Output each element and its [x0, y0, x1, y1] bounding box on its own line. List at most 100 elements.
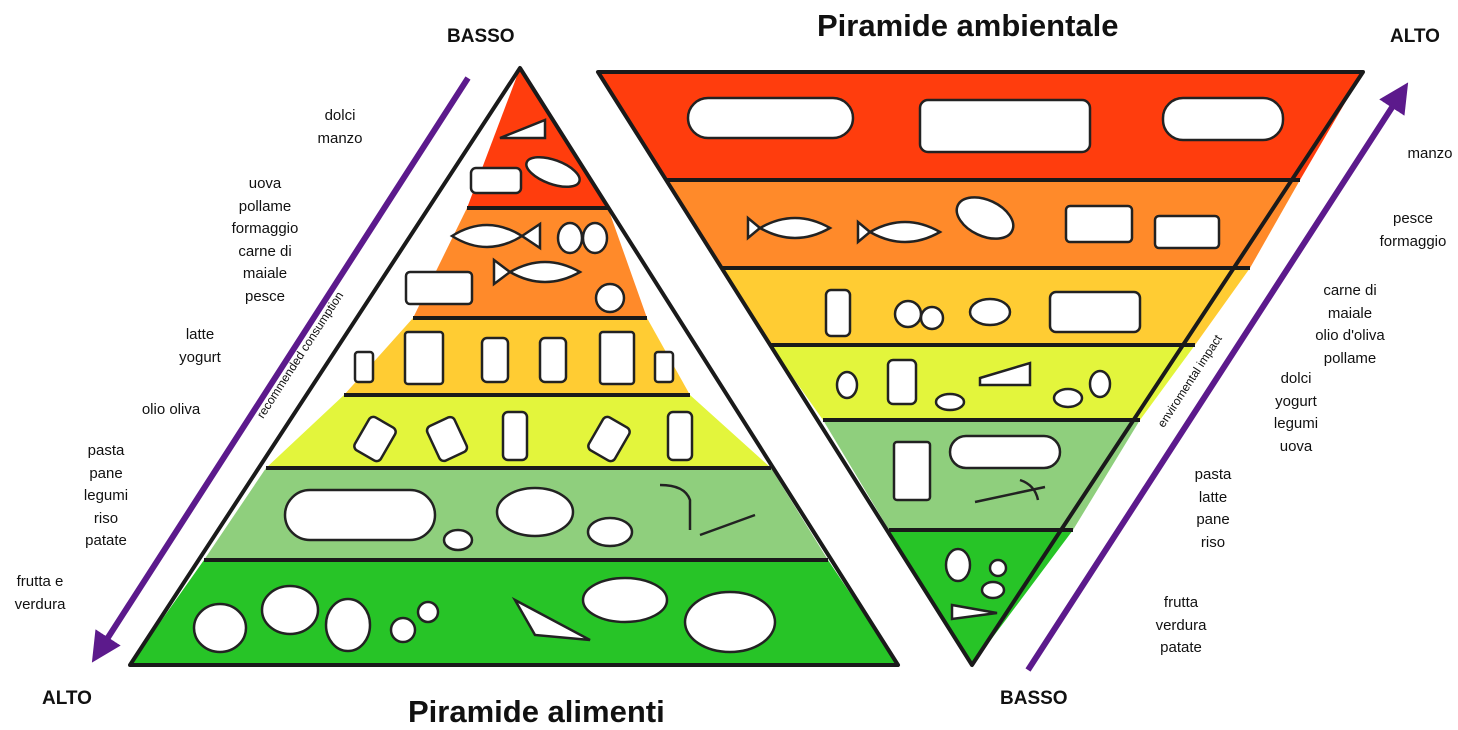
food-item: patate	[66, 530, 146, 553]
food-item: yogurt	[160, 347, 240, 370]
milk-carton-icon	[894, 442, 930, 500]
food-tier-6-label: frutta e verdura	[0, 571, 80, 616]
milk-carton-icon	[405, 332, 443, 384]
food-item: uova	[220, 173, 310, 196]
env-item: carne di	[1300, 280, 1400, 303]
food-item: manzo	[300, 128, 380, 151]
egg-icon	[1090, 371, 1110, 397]
pumpkin-icon	[685, 592, 775, 652]
eggplant-icon	[583, 578, 667, 622]
env-item: pollame	[1300, 348, 1400, 371]
env-item: uova	[1256, 436, 1336, 459]
bread-icon	[285, 490, 435, 540]
egg-icon	[837, 372, 857, 398]
bottle-icon	[482, 338, 508, 382]
env-item: formaggio	[1363, 231, 1458, 254]
cherry-icon	[990, 560, 1006, 576]
oil-bottle-icon	[668, 412, 692, 460]
env-item: pasta	[1173, 464, 1253, 487]
oil-bottle-icon	[826, 290, 850, 336]
food-item: legumi	[66, 485, 146, 508]
bread-icon	[950, 436, 1060, 468]
drumstick-icon	[596, 284, 624, 312]
egg-icon	[583, 223, 607, 253]
env-item: riso	[1173, 532, 1253, 555]
bottle-icon	[540, 338, 566, 382]
bottle-icon	[655, 352, 673, 382]
env-tier-1-label: manzo	[1390, 143, 1458, 166]
apple-icon	[194, 604, 246, 652]
bottle-icon	[355, 352, 373, 382]
food-item: frutta e	[0, 571, 80, 594]
environment-pyramid-title: Piramide ambientale	[817, 8, 1119, 44]
beans-icon	[444, 530, 472, 550]
food-item: pane	[66, 463, 146, 486]
potato-icon	[588, 518, 632, 546]
food-item: latte	[160, 324, 240, 347]
env-item: pane	[1173, 509, 1253, 532]
beans-icon	[1054, 389, 1082, 407]
food-item: riso	[66, 508, 146, 531]
milk-carton-icon	[600, 332, 634, 384]
food-tier-4-label: olio oliva	[126, 399, 216, 422]
food-bottom-label: ALTO	[42, 688, 92, 710]
cheese-icon	[406, 272, 472, 304]
beans-icon	[936, 394, 964, 410]
pork-icon	[1050, 292, 1140, 332]
food-tier-2-label: uova pollame formaggio carne di maiale p…	[220, 173, 310, 308]
food-tier-6	[130, 560, 898, 665]
drumstick-icon	[970, 299, 1010, 325]
food-item: dolci	[300, 105, 380, 128]
pear-icon	[326, 599, 370, 651]
env-tier-2-label: pesce formaggio	[1363, 208, 1458, 253]
egg-icon	[558, 223, 582, 253]
food-pyramid-title: Piramide alimenti	[408, 694, 665, 730]
env-item: dolci	[1256, 368, 1336, 391]
env-item: maiale	[1300, 303, 1400, 326]
food-item: formaggio	[220, 218, 310, 241]
env-item: olio d'oliva	[1300, 325, 1400, 348]
food-tier-5-label: pasta pane legumi riso patate	[66, 440, 146, 553]
food-item: carne di	[220, 241, 310, 264]
food-item: verdura	[0, 594, 80, 617]
bottle-icon	[888, 360, 916, 404]
food-item: pesce	[220, 286, 310, 309]
cherry-icon	[418, 602, 438, 622]
cherry-icon	[391, 618, 415, 642]
env-item: manzo	[1390, 143, 1458, 166]
steak-icon	[1163, 98, 1283, 140]
steak-icon	[920, 100, 1090, 152]
apple-icon	[262, 586, 318, 634]
onion-icon	[895, 301, 921, 327]
food-item: pollame	[220, 196, 310, 219]
env-tier-3-label: carne di maiale olio d'oliva pollame	[1300, 280, 1400, 370]
food-tier-3-label: latte yogurt	[160, 324, 240, 369]
pear-icon	[946, 549, 970, 581]
env-item: yogurt	[1256, 391, 1336, 414]
cheese-icon	[1066, 206, 1132, 242]
steak-icon	[471, 168, 521, 193]
potato-icon	[982, 582, 1004, 598]
oil-bottle-icon	[503, 412, 527, 460]
env-tier-5-label: pasta latte pane riso	[1173, 464, 1253, 554]
env-bottom-label: BASSO	[1000, 688, 1068, 710]
env-item: pesce	[1363, 208, 1458, 231]
onion-icon	[921, 307, 943, 329]
env-item: verdura	[1141, 615, 1221, 638]
env-item: legumi	[1256, 413, 1336, 436]
potato-icon	[497, 488, 573, 536]
food-item: pasta	[66, 440, 146, 463]
food-item: maiale	[220, 263, 310, 286]
env-top-label: ALTO	[1390, 26, 1440, 48]
steak-icon	[688, 98, 853, 138]
env-tier-4-label: dolci yogurt legumi uova	[1256, 368, 1336, 458]
food-item: olio oliva	[126, 399, 216, 422]
env-tier-6-label: frutta verdura patate	[1141, 592, 1221, 660]
env-item: patate	[1141, 637, 1221, 660]
env-item: latte	[1173, 487, 1253, 510]
cheese-icon	[1155, 216, 1219, 248]
env-item: frutta	[1141, 592, 1221, 615]
food-top-label: BASSO	[447, 26, 515, 48]
food-tier-1-label: dolci manzo	[300, 105, 380, 150]
food-tier-3	[344, 318, 690, 395]
